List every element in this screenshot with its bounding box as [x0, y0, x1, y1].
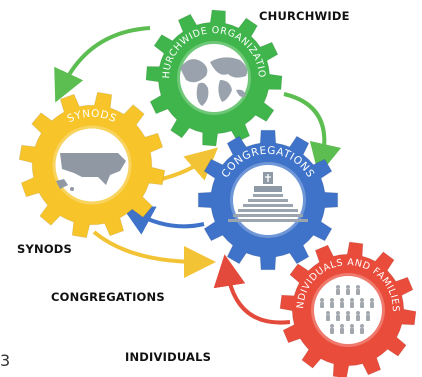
- label-individuals: INDIVIDUALS: [125, 350, 212, 364]
- arrow-congregations-to-synods: [120, 205, 205, 235]
- label-churchwide: CHURCHWIDE: [259, 9, 350, 23]
- stray-glyph: 3: [0, 351, 11, 370]
- label-congregations: CONGREGATIONS: [51, 290, 165, 304]
- world-map-icon: [180, 57, 248, 106]
- arrow-churchwide-to-congregations: [283, 92, 342, 176]
- label-synods: SYNODS: [17, 242, 73, 256]
- gear-synods: SYNODS: [18, 91, 166, 239]
- gear-congregations: CONGREGATIONS: [197, 129, 339, 271]
- arrow-churchwide-to-synods: [54, 26, 151, 103]
- gear-label: SYNODS: [65, 108, 118, 126]
- people-crowd-icon: [320, 285, 374, 334]
- arrow-synods-to-congregations: [157, 147, 219, 182]
- church-altar-icon: [228, 172, 308, 222]
- arrow-individuals-to-congregations: [213, 254, 291, 325]
- arrow-synods-to-individuals: [92, 230, 216, 278]
- usa-map-icon: [56, 153, 126, 191]
